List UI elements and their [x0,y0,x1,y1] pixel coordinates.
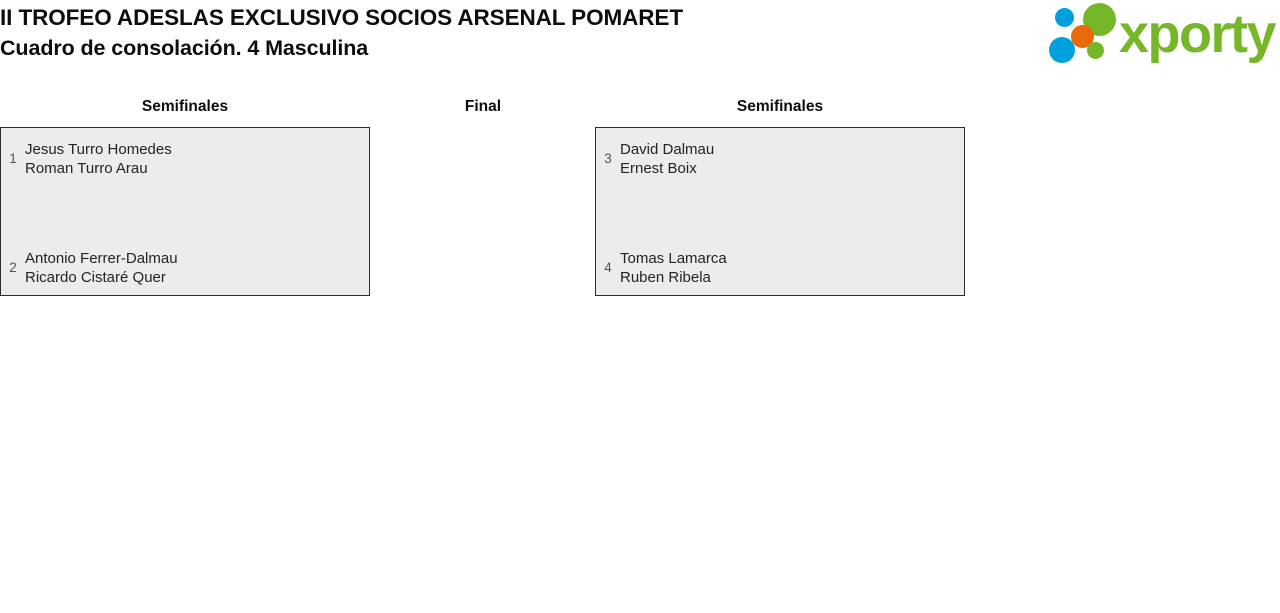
logo-dot-orange-icon [1071,25,1094,48]
team-row[interactable]: 4 Tomas Lamarca Ruben Ribela [596,247,964,289]
match-semifinal-left[interactable]: 1 Jesus Turro Homedes Roman Turro Arau 2… [0,127,370,296]
team-row[interactable]: 1 Jesus Turro Homedes Roman Turro Arau [1,138,369,180]
team-players: Jesus Turro Homedes Roman Turro Arau [25,140,172,179]
round-header-semifinals-left: Semifinales [141,98,229,115]
player-name: Jesus Turro Homedes [25,140,172,158]
xporty-logo[interactable]: xporty [1047,2,1277,68]
page-header: II TROFEO ADESLAS EXCLUSIVO SOCIOS ARSEN… [0,0,1280,80]
round-header-final: Final [464,98,502,115]
logo-dot-blue-top-icon [1055,8,1074,27]
logo-wordmark: xporty [1119,4,1277,64]
player-name: Tomas Lamarca [620,249,727,267]
team-seed: 2 [9,260,17,275]
team-seed: 4 [604,260,612,275]
team-players: Tomas Lamarca Ruben Ribela [620,249,727,288]
player-name: Ruben Ribela [620,269,711,286]
tournament-subtitle: Cuadro de consolación. 4 Masculina [0,36,369,60]
title-block: II TROFEO ADESLAS EXCLUSIVO SOCIOS ARSEN… [0,2,1020,64]
team-seed: 3 [604,151,612,166]
team-seed: 1 [9,151,17,166]
team-players: Antonio Ferrer-Dalmau Ricardo Cistaré Qu… [25,249,178,288]
player-name: Ricardo Cistaré Quer [25,269,166,286]
player-name: Antonio Ferrer-Dalmau [25,249,178,267]
logo-dot-green-small-icon [1087,42,1104,59]
player-name: David Dalmau [620,140,715,158]
logo-dots-icon [1047,2,1123,66]
team-players: David Dalmau Ernest Boix [620,140,714,179]
player-name: Roman Turro Arau [25,160,148,177]
team-row[interactable]: 3 David Dalmau Ernest Boix [596,138,964,180]
player-name: Ernest Boix [620,160,697,177]
tournament-title: II TROFEO ADESLAS EXCLUSIVO SOCIOS ARSEN… [0,5,683,30]
round-header-semifinals-right: Semifinales [736,98,824,115]
match-semifinal-right[interactable]: 3 David Dalmau Ernest Boix 4 Tomas Lamar… [595,127,965,296]
logo-dot-blue-bottom-icon [1049,37,1075,63]
team-row[interactable]: 2 Antonio Ferrer-Dalmau Ricardo Cistaré … [1,247,369,289]
